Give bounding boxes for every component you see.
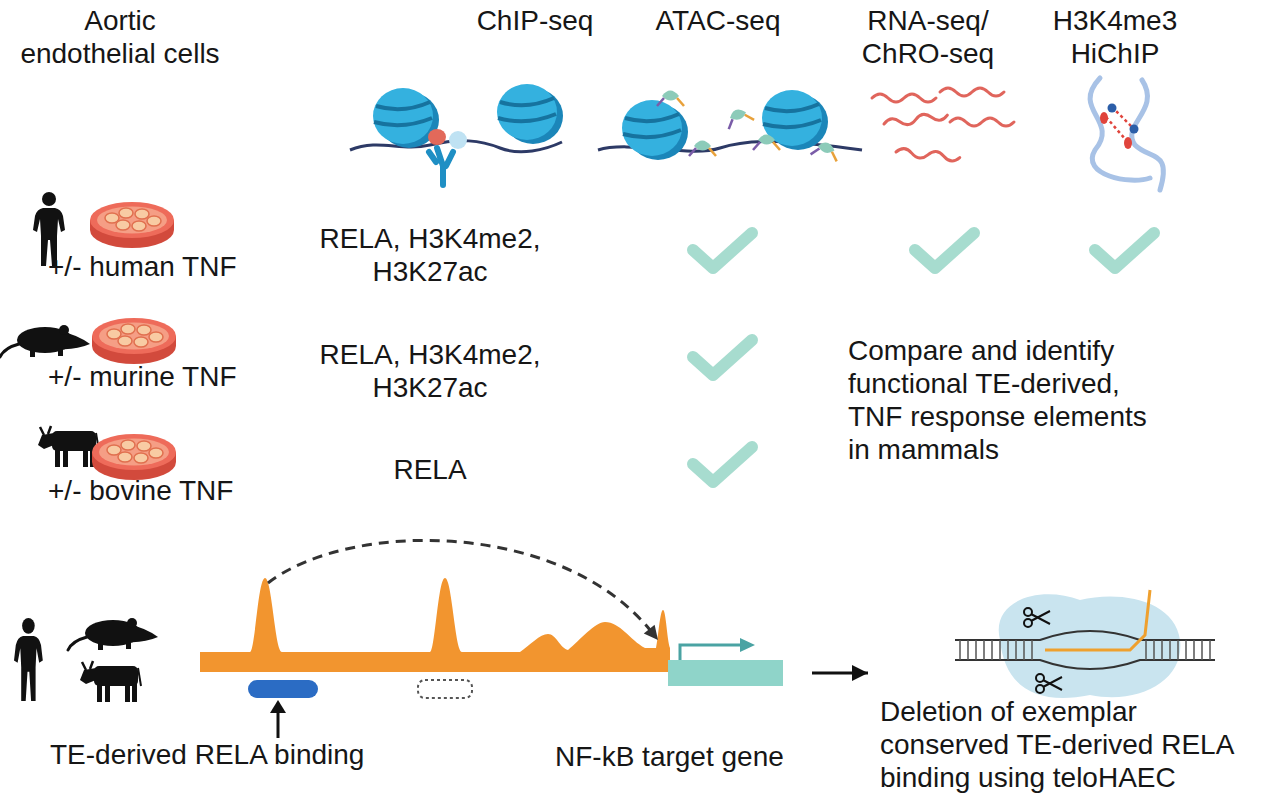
connector-line xyxy=(812,672,868,675)
rna-strand xyxy=(872,94,936,102)
arrow-head xyxy=(740,638,755,652)
arrow-head xyxy=(852,665,868,681)
rna-strand xyxy=(940,88,1004,96)
column-heading: ATAC-seq xyxy=(638,4,798,37)
treatment-label: +/- bovine TNF xyxy=(48,474,288,507)
rat-icon xyxy=(0,325,90,357)
arrow-head xyxy=(644,625,658,640)
culture-dish xyxy=(90,202,174,248)
rat-icon xyxy=(68,618,158,650)
hichip-icon xyxy=(1090,78,1163,190)
transposase xyxy=(689,141,716,157)
arrow-head xyxy=(270,700,286,713)
check-mark xyxy=(693,233,752,268)
gene-body-box xyxy=(668,660,783,686)
treatment-label: +/- human TNF xyxy=(48,250,288,283)
treatment-label: +/- murine TNF xyxy=(48,360,288,393)
pointer-arrow xyxy=(277,710,280,738)
nucleosome xyxy=(622,100,688,160)
rna-strand xyxy=(883,111,947,128)
human-icon xyxy=(14,618,43,701)
target-gene-node: NF-kB target gene xyxy=(550,640,812,775)
antibody xyxy=(429,148,453,185)
panel-heading: Aortic endothelial cells xyxy=(15,4,225,70)
nucleosome xyxy=(497,84,563,144)
cow-icon xyxy=(80,661,141,702)
check-mark xyxy=(915,233,974,268)
transposase xyxy=(811,139,841,161)
signal-track xyxy=(200,578,670,672)
te-element-pill xyxy=(248,680,318,698)
node-text: Deletion of exemplar conserved TE-derive… xyxy=(880,695,1260,794)
chip-targets: RELA, H3K4me2, H3K27ac xyxy=(300,338,560,404)
rna-strand xyxy=(950,118,1014,126)
culture-dish xyxy=(92,318,176,364)
check-mark xyxy=(1095,233,1154,268)
rna-strand xyxy=(896,148,960,162)
transposase xyxy=(753,135,780,151)
column-heading: ChIP-seq xyxy=(455,4,615,37)
flow-arrow xyxy=(812,665,868,681)
tss-arrow xyxy=(680,645,742,660)
column-heading: H3K4me3 HiChIP xyxy=(1045,4,1185,70)
node-text: TE-derived RELA binding xyxy=(50,738,364,771)
culture-dish xyxy=(92,434,176,480)
looping-arc xyxy=(268,540,650,630)
chip-seq-icon xyxy=(350,84,563,185)
rna-icon xyxy=(872,88,1014,162)
atac-seq-icon xyxy=(598,90,862,161)
summary-note: Compare and identify functional TE-deriv… xyxy=(848,334,1161,466)
deletion-node: Deletion of exemplar conserved TE-derive… xyxy=(868,600,1280,794)
te-element-node: TE-derived RELA binding xyxy=(40,676,460,776)
check-mark xyxy=(693,447,752,482)
cow-icon xyxy=(38,426,99,467)
non-conserved-site xyxy=(418,680,472,698)
check-mark xyxy=(693,340,752,375)
transposase xyxy=(723,105,754,129)
chip-targets: RELA xyxy=(300,453,560,486)
chip-targets: RELA, H3K4me2, H3K27ac xyxy=(300,222,560,288)
histone-mark xyxy=(449,131,467,149)
column-heading: RNA-seq/ ChRO-seq xyxy=(853,4,1003,70)
transposase xyxy=(657,91,684,107)
bound-factor xyxy=(428,129,446,145)
crispr-illustration xyxy=(955,590,1215,698)
node-text: NF-kB target gene xyxy=(555,740,784,773)
